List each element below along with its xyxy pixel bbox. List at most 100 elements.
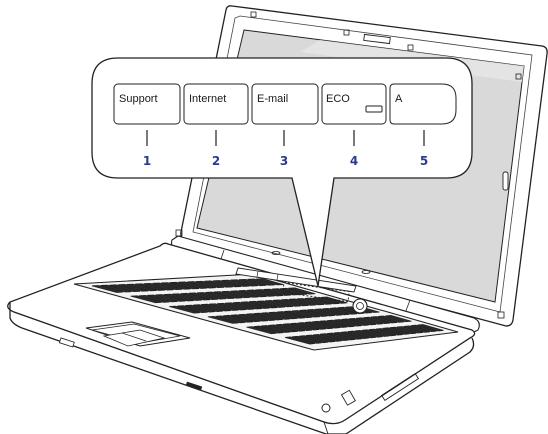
keyboard-key (288, 287, 316, 295)
keyboard-key (319, 320, 348, 328)
webcam-bar (363, 33, 391, 45)
keyboard-key (319, 333, 349, 342)
keyboard-key (347, 330, 376, 339)
keyboard-key (290, 322, 320, 331)
keyboard-key (232, 301, 263, 310)
keyboard-key (117, 284, 149, 292)
keyboard-key (230, 314, 261, 323)
button-number: 1 (143, 154, 151, 168)
keyboard-key (221, 279, 250, 287)
keyboard-key (238, 289, 267, 298)
keyboard-key (248, 300, 278, 309)
keyboard-key (312, 333, 343, 342)
keyboard-key (291, 310, 321, 318)
keyboard-key (334, 319, 362, 327)
keyboard-key (305, 334, 336, 343)
keyboard-key (204, 280, 233, 288)
keyboard-key (205, 291, 235, 300)
keyboard-key (230, 279, 259, 287)
keyboard-key (284, 310, 313, 319)
keyboard-keys (91, 278, 444, 345)
keyboard-key (370, 316, 398, 324)
keyboard-key (268, 324, 298, 333)
highlight-box (282, 281, 350, 303)
button-label: E-mail (257, 93, 288, 105)
keyboard-key (246, 326, 277, 335)
keyboard-key (238, 279, 267, 287)
keyboard-key (185, 304, 216, 313)
button-label: A (395, 93, 403, 105)
button-number: 5 (420, 154, 428, 168)
keyboard-key (216, 302, 247, 311)
base-front (9, 302, 475, 434)
keyboard-key (382, 327, 410, 335)
keyboard-key (280, 287, 308, 295)
keyboard-key (100, 284, 132, 293)
keyboard-key (272, 299, 301, 307)
callout-button-support: Support 1 (113, 83, 181, 168)
keyboard-key (161, 282, 191, 290)
keyboard-key (268, 311, 298, 320)
keyboard-key (143, 282, 174, 291)
button-number: 2 (212, 154, 220, 168)
keyboard-key (207, 315, 239, 324)
keyboard-key (403, 325, 431, 333)
keyboard-key (354, 330, 383, 338)
keyboard-key (261, 325, 291, 333)
keyboard-key (221, 290, 251, 299)
keyboard-key (330, 307, 358, 315)
callout-button-internet: Internet 2 (183, 83, 249, 168)
keyboard-key (288, 298, 317, 306)
keyboard-key (245, 313, 276, 321)
keyboard-key (201, 303, 232, 312)
keyboard-key (209, 303, 239, 311)
callout-button-eco: ECO 4 (321, 83, 387, 168)
keyboard-key (396, 326, 424, 334)
lid-bezel (192, 15, 533, 313)
keyboard-key (188, 292, 219, 300)
keyboard-key (389, 326, 417, 335)
keyboard-key (240, 301, 270, 309)
keyboard-key (326, 332, 356, 341)
keyboard-key (195, 280, 225, 289)
touchpad-buttons (102, 329, 166, 347)
button-number: 4 (350, 154, 358, 168)
keyboard-key (246, 289, 275, 297)
keyboard-key (410, 324, 437, 333)
keyboard-key (355, 317, 384, 325)
keyboard-key (341, 318, 369, 326)
keyboard-key (280, 299, 309, 307)
eco-indicator-icon (365, 105, 383, 113)
keyboard-key (340, 331, 370, 339)
keyboard-key (178, 281, 208, 289)
keyboard-key (91, 285, 124, 293)
keyboard-key (417, 324, 444, 332)
keyboard-key (264, 299, 294, 308)
keyboard-key (196, 292, 227, 300)
keyboard-key (180, 292, 211, 301)
keyboard-key (261, 312, 291, 320)
keyboard-key (223, 314, 254, 323)
button-label: Internet (189, 93, 226, 105)
keyboard-key (297, 322, 327, 330)
keyboard-key (126, 283, 157, 292)
keyboard-key (326, 319, 355, 328)
keyboard-key (307, 309, 335, 317)
keyboard-key (212, 280, 242, 288)
keyboard-key (138, 295, 170, 303)
callout-button-a: A 5 (389, 83, 457, 168)
keyboard-key (247, 278, 275, 286)
keyboard-key (298, 335, 329, 344)
keyboard-key (304, 321, 334, 330)
keyboard-key (282, 323, 313, 331)
callout-button-email: E-mail 3 (251, 83, 319, 168)
keyboard-key (276, 311, 306, 319)
keyboard-key (299, 309, 328, 317)
keyboard-key (177, 305, 208, 313)
keyboard-key (275, 323, 306, 332)
keyboard-key (377, 315, 405, 323)
button-number: 3 (280, 154, 288, 168)
keyboard-key (147, 294, 178, 303)
button-label: ECO (326, 93, 350, 105)
